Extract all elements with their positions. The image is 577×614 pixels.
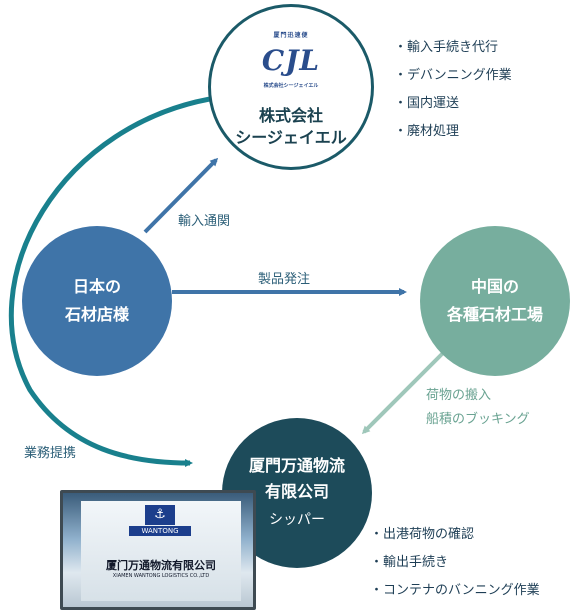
- cn-factory-line1: 中国の: [470, 277, 519, 296]
- xiamen-service-list: 出港荷物の確認 輸出手続き コンテナのバンニング作業: [370, 521, 540, 605]
- import-arrow: [143, 157, 219, 234]
- cjl-logo-mark: CJL: [261, 44, 321, 77]
- jp-store-node: 日本の 石材店様: [22, 226, 172, 376]
- cjl-node: 厦門迅速便 CJL 株式会社シージェイエル 株式会社 シージェイエル: [208, 4, 374, 170]
- xiamen-line2: 有限公司: [264, 482, 329, 501]
- xiamen-line3: シッパー: [269, 512, 325, 528]
- sign-english-name: XIAMEN WANTONG LOGISTICS CO.,LTD: [112, 573, 210, 579]
- cjl-logo: 厦門迅速便 CJL 株式会社シージェイエル: [262, 25, 320, 97]
- cjl-logo-bottom: 株式会社シージェイエル: [263, 83, 319, 89]
- xiamen-line1: 厦門万通物流: [248, 456, 345, 475]
- xiamen-service-item: コンテナのバンニング作業: [370, 577, 540, 605]
- wantong-logo-text: WANTONG: [129, 526, 191, 536]
- cjl-service-item: 国内運送: [394, 90, 512, 118]
- partnership-arc: [8, 94, 223, 467]
- cjl-line1: 株式会社: [258, 106, 323, 125]
- carry-in-label: 荷物の搬入 船積のブッキング: [426, 384, 530, 432]
- partner-label: 業務提携: [24, 446, 77, 461]
- office-sign-photo: ⚓ WANTONG 厦门万通物流有限公司 XIAMEN WANTONG LOGI…: [60, 490, 256, 610]
- cn-factory-node: 中国の 各種石材工場: [420, 226, 570, 376]
- jp-store-line2: 石材店様: [64, 305, 129, 324]
- xiamen-service-item: 輸出手続き: [370, 549, 540, 577]
- cjl-service-list: 輸入手続き代行 デバンニング作業 国内運送 廃材処理: [394, 34, 512, 146]
- import-label: 輸入通関: [178, 214, 231, 229]
- cjl-service-item: 廃材処理: [394, 118, 512, 146]
- order-label: 製品発注: [258, 272, 311, 287]
- anchor-icon: ⚓: [145, 505, 175, 525]
- cn-factory-line2: 各種石材工場: [446, 305, 543, 324]
- sign-chinese-name: 厦门万通物流有限公司: [106, 559, 216, 572]
- cjl-service-item: 輸入手続き代行: [394, 34, 512, 62]
- jp-store-line1: 日本の: [72, 277, 121, 296]
- cjl-line2: シージェイエル: [235, 128, 347, 147]
- carry-in-arrow: [361, 348, 448, 435]
- cjl-service-item: デバンニング作業: [394, 62, 512, 90]
- company-sign: ⚓ WANTONG 厦门万通物流有限公司 XIAMEN WANTONG LOGI…: [81, 501, 241, 601]
- xiamen-service-item: 出港荷物の確認: [370, 521, 540, 549]
- cjl-logo-top: 厦門迅速便: [273, 32, 309, 39]
- carry-in-label-1: 荷物の搬入: [426, 388, 492, 403]
- carry-in-label-2: 船積のブッキング: [426, 412, 530, 427]
